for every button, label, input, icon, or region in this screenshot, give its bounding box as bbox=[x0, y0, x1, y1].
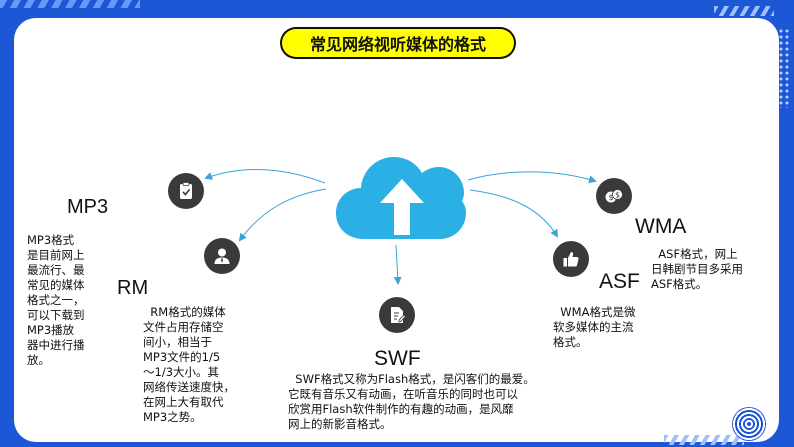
arrow-to-swf bbox=[393, 244, 402, 285]
arrow-to-mp3 bbox=[204, 169, 326, 184]
format-desc-wma: ASF格式，网上 日韩剧节目多采用 ASF格式。 bbox=[651, 247, 743, 291]
format-name-mp3: MP3 bbox=[67, 196, 109, 218]
arrow-to-rm bbox=[238, 188, 327, 242]
dollar-coins-icon: $$ bbox=[596, 178, 632, 214]
format-desc-mp3: MP3格式 是目前网上 最流行、最 常见的媒体 格式之一， 可以下载到 MP3播… bbox=[27, 233, 85, 367]
clipboard-check-icon bbox=[168, 173, 204, 209]
bottom-right-stripes bbox=[664, 435, 744, 445]
document-pen-icon bbox=[379, 297, 415, 333]
format-name-swf: SWF bbox=[374, 347, 421, 370]
format-name-rm: RM bbox=[117, 277, 149, 299]
format-name-wma: WMA bbox=[635, 215, 687, 238]
thumbs-up-icon bbox=[553, 241, 589, 277]
format-name-asf: ASF bbox=[599, 270, 640, 293]
top-left-stripes bbox=[0, 0, 140, 8]
svg-text:$: $ bbox=[615, 191, 620, 200]
concentric-rings-decoration bbox=[732, 407, 766, 441]
user-icon bbox=[204, 238, 240, 274]
svg-text:$: $ bbox=[608, 193, 613, 202]
arrow-to-wma bbox=[467, 171, 597, 184]
cloud-upload-icon bbox=[334, 143, 466, 243]
arrow-to-asf bbox=[469, 189, 559, 238]
format-desc-rm: RM格式的媒体 文件占用存储空 间小，相当于 MP3文件的1/5 ～1/3大小。… bbox=[143, 305, 235, 424]
format-desc-asf: WMA格式是微 软多媒体的主流 格式。 bbox=[553, 305, 636, 349]
top-right-stripes bbox=[714, 6, 774, 16]
format-desc-swf: SWF格式又称为Flash格式，是闪客们的最爱。 它既有音乐又有动画，在听音乐的… bbox=[288, 372, 535, 431]
slide-title: 常见网络视听媒体的格式 bbox=[280, 27, 516, 59]
